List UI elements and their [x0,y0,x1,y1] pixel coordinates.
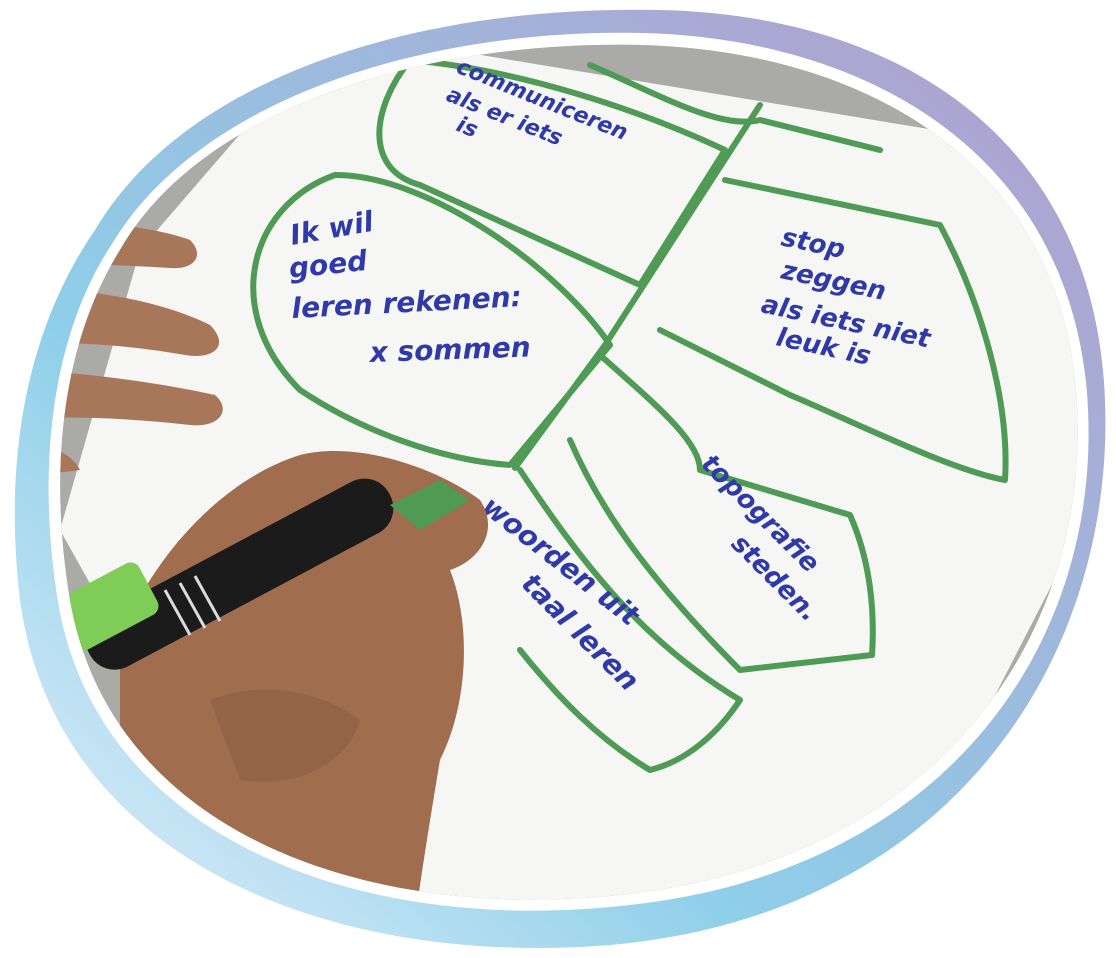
petal-left-line-2: goed [287,244,369,285]
flower-outline [250,57,1009,773]
petal-text-right: stop zeggen als iets niet leuk is [759,223,935,372]
petal-left-line-4: x sommen [367,330,531,369]
petal-text-left: Ik wil goed leren rekenen: x sommen [287,205,531,369]
